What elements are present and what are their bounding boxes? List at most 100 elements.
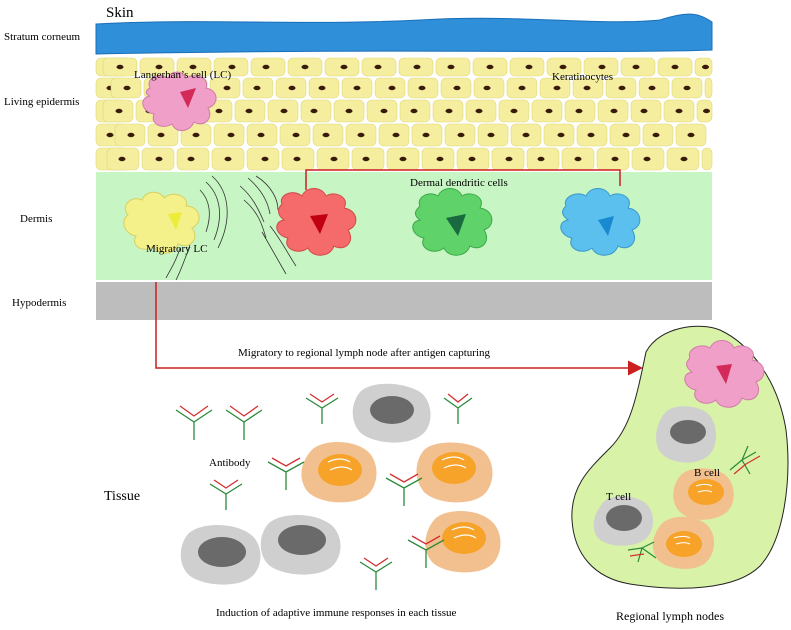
- keratinocyte-nucleus: [388, 85, 396, 91]
- keratinocytes-label: Keratinocytes: [552, 71, 613, 83]
- langerhans-cell: [142, 71, 217, 131]
- stratum-corneum-layer: [95, 13, 713, 55]
- tissue-gray-cell-1: [352, 383, 431, 443]
- keratinocyte-nucleus: [457, 132, 465, 138]
- keratinocyte-nucleus: [116, 64, 124, 70]
- keratinocyte-nucleus: [611, 156, 619, 162]
- dermal-dc-label: Dermal dendritic cells: [410, 177, 508, 189]
- keratinocyte-nucleus: [587, 132, 595, 138]
- tissue-b-cell-3: [425, 511, 501, 573]
- keratinocyte-nucleus: [189, 64, 197, 70]
- keratinocyte-nucleus: [310, 108, 318, 114]
- migratory-lc-cell: [123, 191, 200, 254]
- migration-arrow: [155, 282, 643, 376]
- keratinocyte-nucleus: [575, 108, 583, 114]
- keratinocyte-nucleus: [643, 156, 651, 162]
- keratinocyte-nucleus: [652, 132, 660, 138]
- keratinocyte-nucleus: [155, 64, 163, 70]
- lymph-node-b-cell-top: [673, 468, 734, 520]
- dermal-dc-green: [412, 188, 493, 256]
- keratinocyte-nucleus: [537, 156, 545, 162]
- keratinocyte-nucleus: [215, 108, 223, 114]
- keratinocyte-nucleus: [262, 64, 270, 70]
- keratinocyte-nucleus: [228, 64, 236, 70]
- dermis-label: Dermis: [20, 213, 52, 225]
- keratinocyte-nucleus: [453, 85, 461, 91]
- keratinocyte-nucleus: [322, 132, 330, 138]
- keratinocyte-nucleus: [357, 132, 365, 138]
- keratinocyte-nucleus: [487, 132, 495, 138]
- keratinocyte-cell: [701, 147, 713, 171]
- tissue-gray-cell-2: [180, 525, 261, 585]
- lymph-nodes-label: Regional lymph nodes: [616, 609, 724, 623]
- tissue-gray-cell-3: [260, 515, 341, 575]
- keratinocyte-nucleus: [257, 132, 265, 138]
- living-epidermis-label: Living epidermis: [4, 96, 79, 108]
- keratinocyte-nucleus: [318, 85, 326, 91]
- keratinocyte-nucleus: [522, 132, 530, 138]
- keratinocyte-nucleus: [192, 132, 200, 138]
- keratinocyte-nucleus: [483, 85, 491, 91]
- keratinocyte-nucleus: [687, 132, 695, 138]
- keratinocyte-nucleus: [671, 64, 679, 70]
- keratinocyte-nucleus: [557, 132, 565, 138]
- keratinocyte-nucleus: [447, 64, 455, 70]
- tissue-b-cell-2: [416, 442, 493, 503]
- keratinocyte-nucleus: [245, 108, 253, 114]
- keratinocyte-nucleus: [640, 108, 648, 114]
- keratinocyte-nucleus: [293, 156, 301, 162]
- keratinocyte-nucleus: [380, 108, 388, 114]
- keratinocyte-nucleus: [340, 64, 348, 70]
- keratinocyte-nucleus: [106, 132, 114, 138]
- b-cell-label: B cell: [694, 467, 720, 479]
- keratinocyte-nucleus: [486, 64, 494, 70]
- keratinocyte-nucleus: [224, 156, 232, 162]
- keratinocyte-nucleus: [622, 132, 630, 138]
- keratinocyte-nucleus: [362, 156, 370, 162]
- tissue-label: Tissue: [104, 489, 140, 504]
- keratinocyte-nucleus: [702, 64, 709, 70]
- keratinocyte-nucleus: [157, 132, 165, 138]
- keratinocyte-nucleus: [574, 156, 582, 162]
- hypodermis-layer: [96, 282, 712, 320]
- keratinocyte-nucleus: [353, 85, 361, 91]
- keratinocyte-nucleus: [510, 108, 518, 114]
- keratinocyte-nucleus: [288, 85, 296, 91]
- keratinocyte-nucleus: [392, 132, 400, 138]
- keratinocyte-nucleus: [187, 156, 195, 162]
- keratinocyte-nucleus: [553, 85, 561, 91]
- keratinocyte-nucleus: [155, 156, 163, 162]
- keratinocyte-nucleus: [223, 85, 231, 91]
- keratinocyte-nucleus: [475, 108, 483, 114]
- keratinocyte-nucleus: [374, 64, 382, 70]
- induction-label: Induction of adaptive immune responses i…: [216, 607, 457, 619]
- keratinocyte-nucleus: [118, 156, 126, 162]
- keratinocyte-nucleus: [422, 132, 430, 138]
- lymph-node-b-cell-bottom: [652, 516, 715, 569]
- keratinocyte-nucleus: [413, 64, 421, 70]
- lymph-node-gray-cell-top: [656, 406, 717, 463]
- keratinocyte-nucleus: [583, 85, 591, 91]
- migratory-lc-label: Migratory LC: [146, 243, 207, 255]
- keratinocyte-nucleus: [618, 85, 626, 91]
- keratinocyte-nucleus: [505, 156, 513, 162]
- keratinocyte-nucleus: [301, 64, 309, 70]
- t-cell-label: T cell: [606, 491, 631, 503]
- keratinocyte-cell: [704, 77, 713, 99]
- keratinocyte-nucleus: [680, 156, 688, 162]
- dermal-dc-blue: [560, 188, 641, 256]
- keratinocyte-nucleus: [261, 156, 269, 162]
- migration-label: Migratory to regional lymph node after a…: [238, 347, 491, 359]
- keratinocyte-field: [95, 57, 713, 171]
- keratinocyte-nucleus: [436, 156, 444, 162]
- keratinocyte-nucleus: [675, 108, 683, 114]
- stratum-corneum-label: Stratum corneum: [4, 31, 81, 43]
- keratinocyte-nucleus: [127, 132, 135, 138]
- keratinocyte-nucleus: [598, 64, 606, 70]
- keratinocyte-nucleus: [703, 108, 710, 114]
- langerhans-label: Langerhan’s cell (LC): [134, 69, 231, 81]
- keratinocyte-nucleus: [345, 108, 353, 114]
- dermal-dc-bracket: [305, 169, 621, 190]
- dermal-dc-red: [276, 188, 357, 256]
